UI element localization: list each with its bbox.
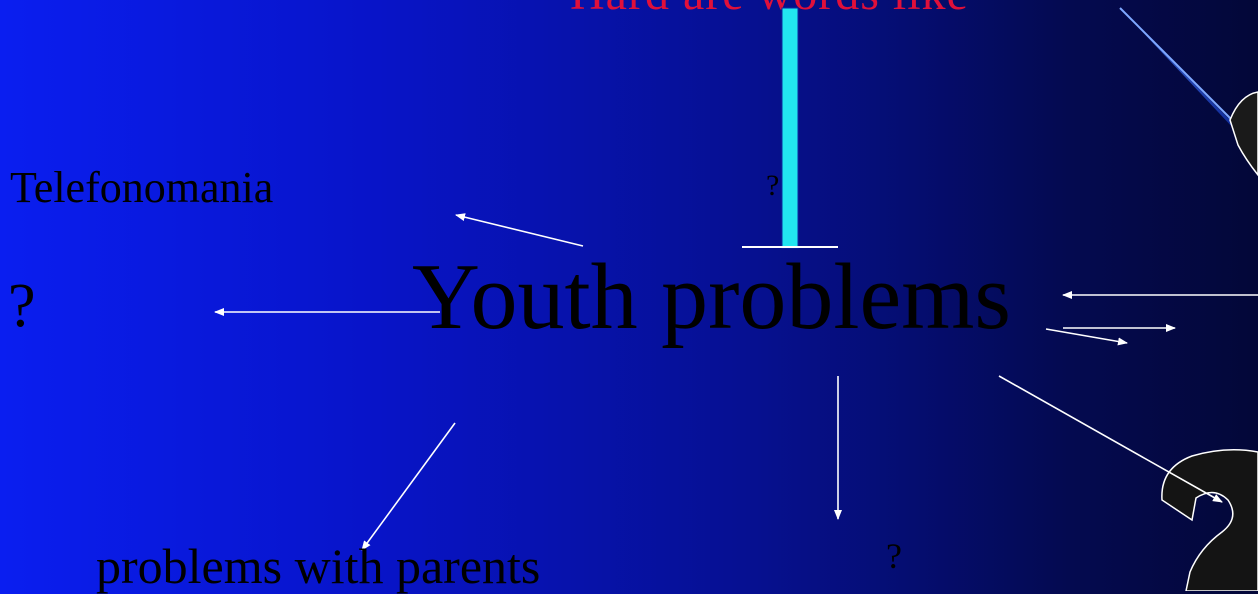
left-question-label: ? — [8, 272, 36, 340]
pointer-beam-edge — [1119, 7, 1233, 121]
bottom-question-label: ? — [886, 536, 902, 576]
arrow-to-telefonomania — [455, 213, 584, 247]
arrow-to-parents — [361, 422, 456, 551]
large-question-mark-icon — [1229, 91, 1258, 177]
top-question-label: ? — [766, 169, 780, 202]
top-heading: Hard are words like — [570, 0, 969, 18]
arrow-to-right-lower — [1045, 328, 1128, 346]
center-title: Youth problems — [412, 245, 1011, 349]
parents-label: problems with parents — [96, 538, 541, 594]
arrow-to-lower-right — [998, 375, 1223, 503]
vertical-bar — [781, 7, 799, 249]
telefonomania-label: Telefonomania — [10, 163, 274, 212]
large-question-mark-icon — [1161, 449, 1258, 591]
